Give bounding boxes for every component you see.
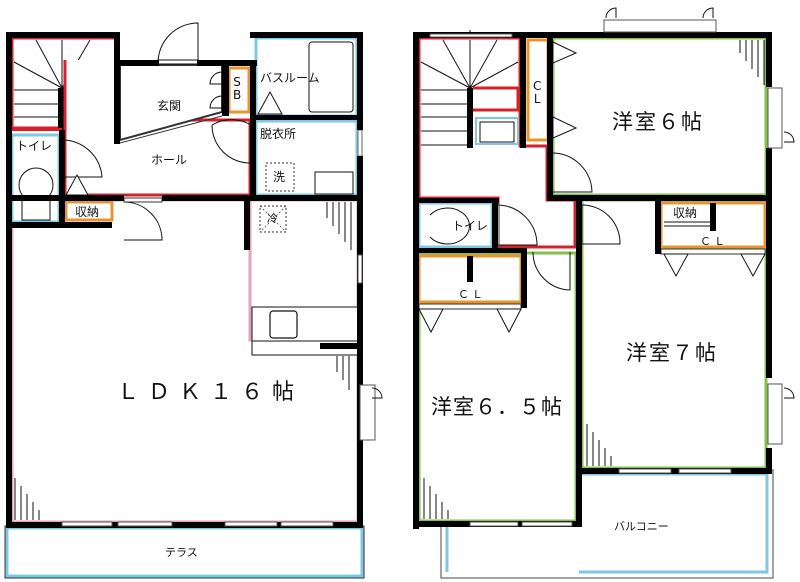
bedroom-7-label: 洋室７帖 (626, 341, 718, 365)
shoe-box-label: S B (233, 76, 241, 101)
fridge-label: 冷 (267, 212, 278, 225)
shoe-box-label-s: S (233, 75, 241, 89)
dressing-room-label: 脱衣所 (260, 127, 297, 141)
toilet-2f-label: トイレ (452, 219, 489, 233)
closet-right-label: ＣＬ (700, 235, 728, 248)
closet-left-label: ＣＬ (458, 288, 486, 301)
floor-2 (371, 7, 795, 580)
storage-1f (64, 200, 114, 222)
terrace-area (5, 526, 364, 578)
bedroom-6-label: 洋室６帖 (612, 110, 704, 134)
balcony-label: バルコニー (614, 520, 669, 533)
hall-label: ホール (151, 153, 188, 167)
closet-top-label-c: C (533, 79, 542, 93)
bedroom-6-5-label: 洋室６．５帖 (431, 395, 563, 419)
bathroom-label: バスルーム (260, 71, 320, 85)
closet-top-label: C L (533, 80, 541, 105)
ldk-label: ＬＤＫ１６帖 (117, 380, 304, 405)
terrace-label: テラス (165, 546, 198, 559)
storage-1f-label: 収納 (75, 205, 100, 219)
closet-top-label-l: L (533, 91, 541, 106)
shoe-box-label-b: B (233, 87, 242, 102)
entrance-label: 玄関 (157, 99, 182, 113)
storage-2f-label: 収納 (673, 206, 698, 220)
washer-label: 洗 (273, 170, 286, 184)
toilet-1f-label: トイレ (16, 139, 53, 153)
floor-1 (4, 22, 376, 579)
